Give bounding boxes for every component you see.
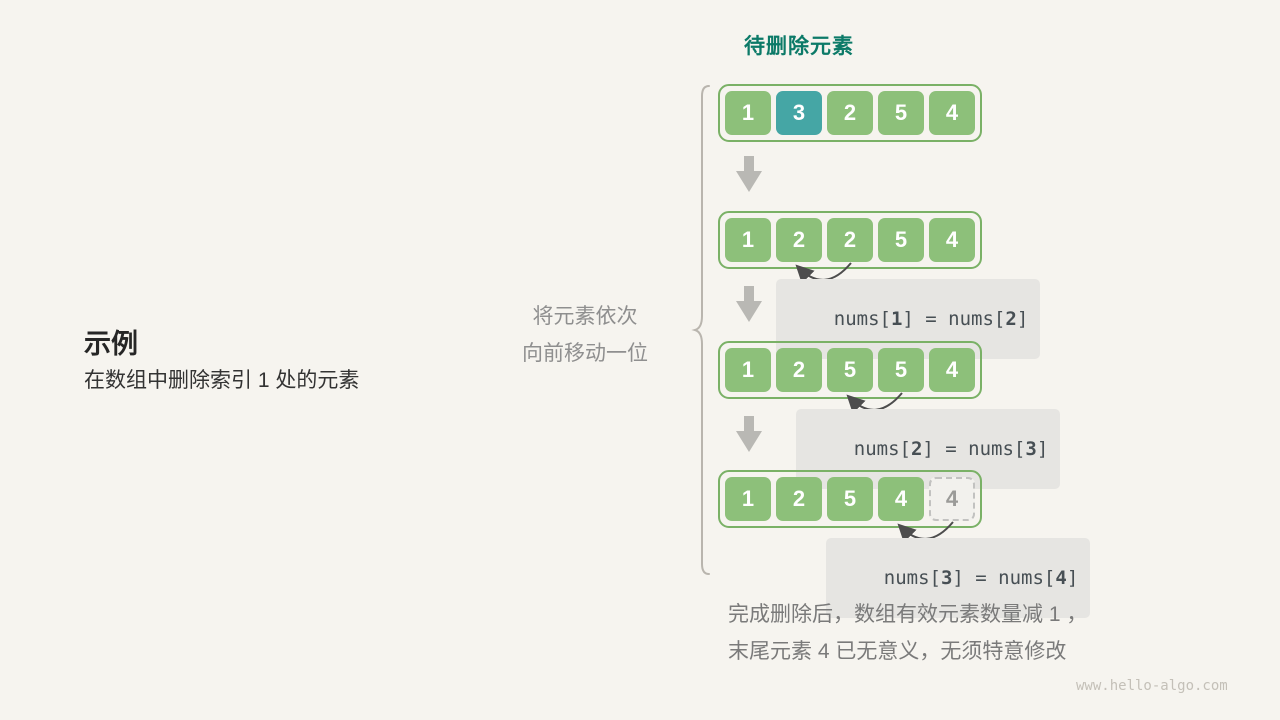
footer-note: 完成删除后，数组有效元素数量减 1 ， 末尾元素 4 已无意义，无须特意修改 <box>728 596 1087 670</box>
example-subtitle: 在数组中删除索引 1 处的元素 <box>84 369 360 392</box>
array-cell-copied: 4 <box>878 477 924 521</box>
array-row-step3: 1 2 5 5 4 <box>718 341 982 399</box>
move-note-line2: 向前移动一位 <box>522 342 648 365</box>
array-cell-to-delete: 3 <box>776 91 822 135</box>
array-row-step1: 1 3 2 5 4 <box>718 84 982 142</box>
down-arrow-icon <box>736 286 762 322</box>
code-text: ] = nums[ <box>922 438 1026 460</box>
array-cell: 5 <box>878 91 924 135</box>
array-cell: 2 <box>827 91 873 135</box>
code-text: ] = nums[ <box>952 567 1056 589</box>
array-cell: 4 <box>929 91 975 135</box>
array-cell: 1 <box>725 477 771 521</box>
code-assignment-2: nums[2] = nums[3] <box>796 409 1061 489</box>
brace-icon <box>691 85 710 575</box>
code-assignment-3: nums[3] = nums[4] <box>826 538 1091 618</box>
code-text: ] <box>1016 308 1029 330</box>
down-arrow-icon <box>736 156 762 192</box>
array-cell: 5 <box>878 348 924 392</box>
code-text: nums[ <box>833 308 891 330</box>
example-title: 示例 <box>84 329 138 359</box>
array-cell: 2 <box>776 348 822 392</box>
code-text: nums[ <box>853 438 911 460</box>
code-index: 2 <box>1005 308 1017 330</box>
array-cell: 5 <box>827 477 873 521</box>
array-cell-copied: 5 <box>827 348 873 392</box>
code-index: 3 <box>940 567 953 589</box>
down-arrow-icon <box>736 416 762 452</box>
code-text: nums[ <box>883 567 941 589</box>
code-text: ] <box>1036 438 1049 460</box>
element-to-delete-label: 待删除元素 <box>744 35 854 58</box>
array-cell-copied: 2 <box>776 218 822 262</box>
code-text: ] <box>1066 567 1079 589</box>
array-row-step4: 1 2 5 4 4 <box>718 470 982 528</box>
array-cell-stale: 4 <box>929 477 975 521</box>
code-index: 3 <box>1025 438 1037 460</box>
array-cell: 1 <box>725 218 771 262</box>
move-note: 将元素依次 向前移动一位 <box>480 298 690 372</box>
footer-note-line1: 完成删除后，数组有效元素数量减 1 ， <box>728 603 1088 626</box>
code-index: 2 <box>910 438 923 460</box>
code-text: ] = nums[ <box>902 308 1006 330</box>
watermark: www.hello-algo.com <box>1076 678 1228 694</box>
footer-note-line2: 末尾元素 4 已无意义，无须特意修改 <box>728 640 1067 663</box>
array-cell: 4 <box>929 348 975 392</box>
array-cell: 4 <box>929 218 975 262</box>
array-cell: 2 <box>776 477 822 521</box>
array-cell: 2 <box>827 218 873 262</box>
code-index: 4 <box>1055 567 1067 589</box>
array-cell: 1 <box>725 91 771 135</box>
code-index: 1 <box>890 308 903 330</box>
move-note-line1: 将元素依次 <box>532 305 638 328</box>
array-row-step2: 1 2 2 5 4 <box>718 211 982 269</box>
array-cell: 1 <box>725 348 771 392</box>
array-cell: 5 <box>878 218 924 262</box>
code-assignment-1: nums[1] = nums[2] <box>776 279 1041 359</box>
